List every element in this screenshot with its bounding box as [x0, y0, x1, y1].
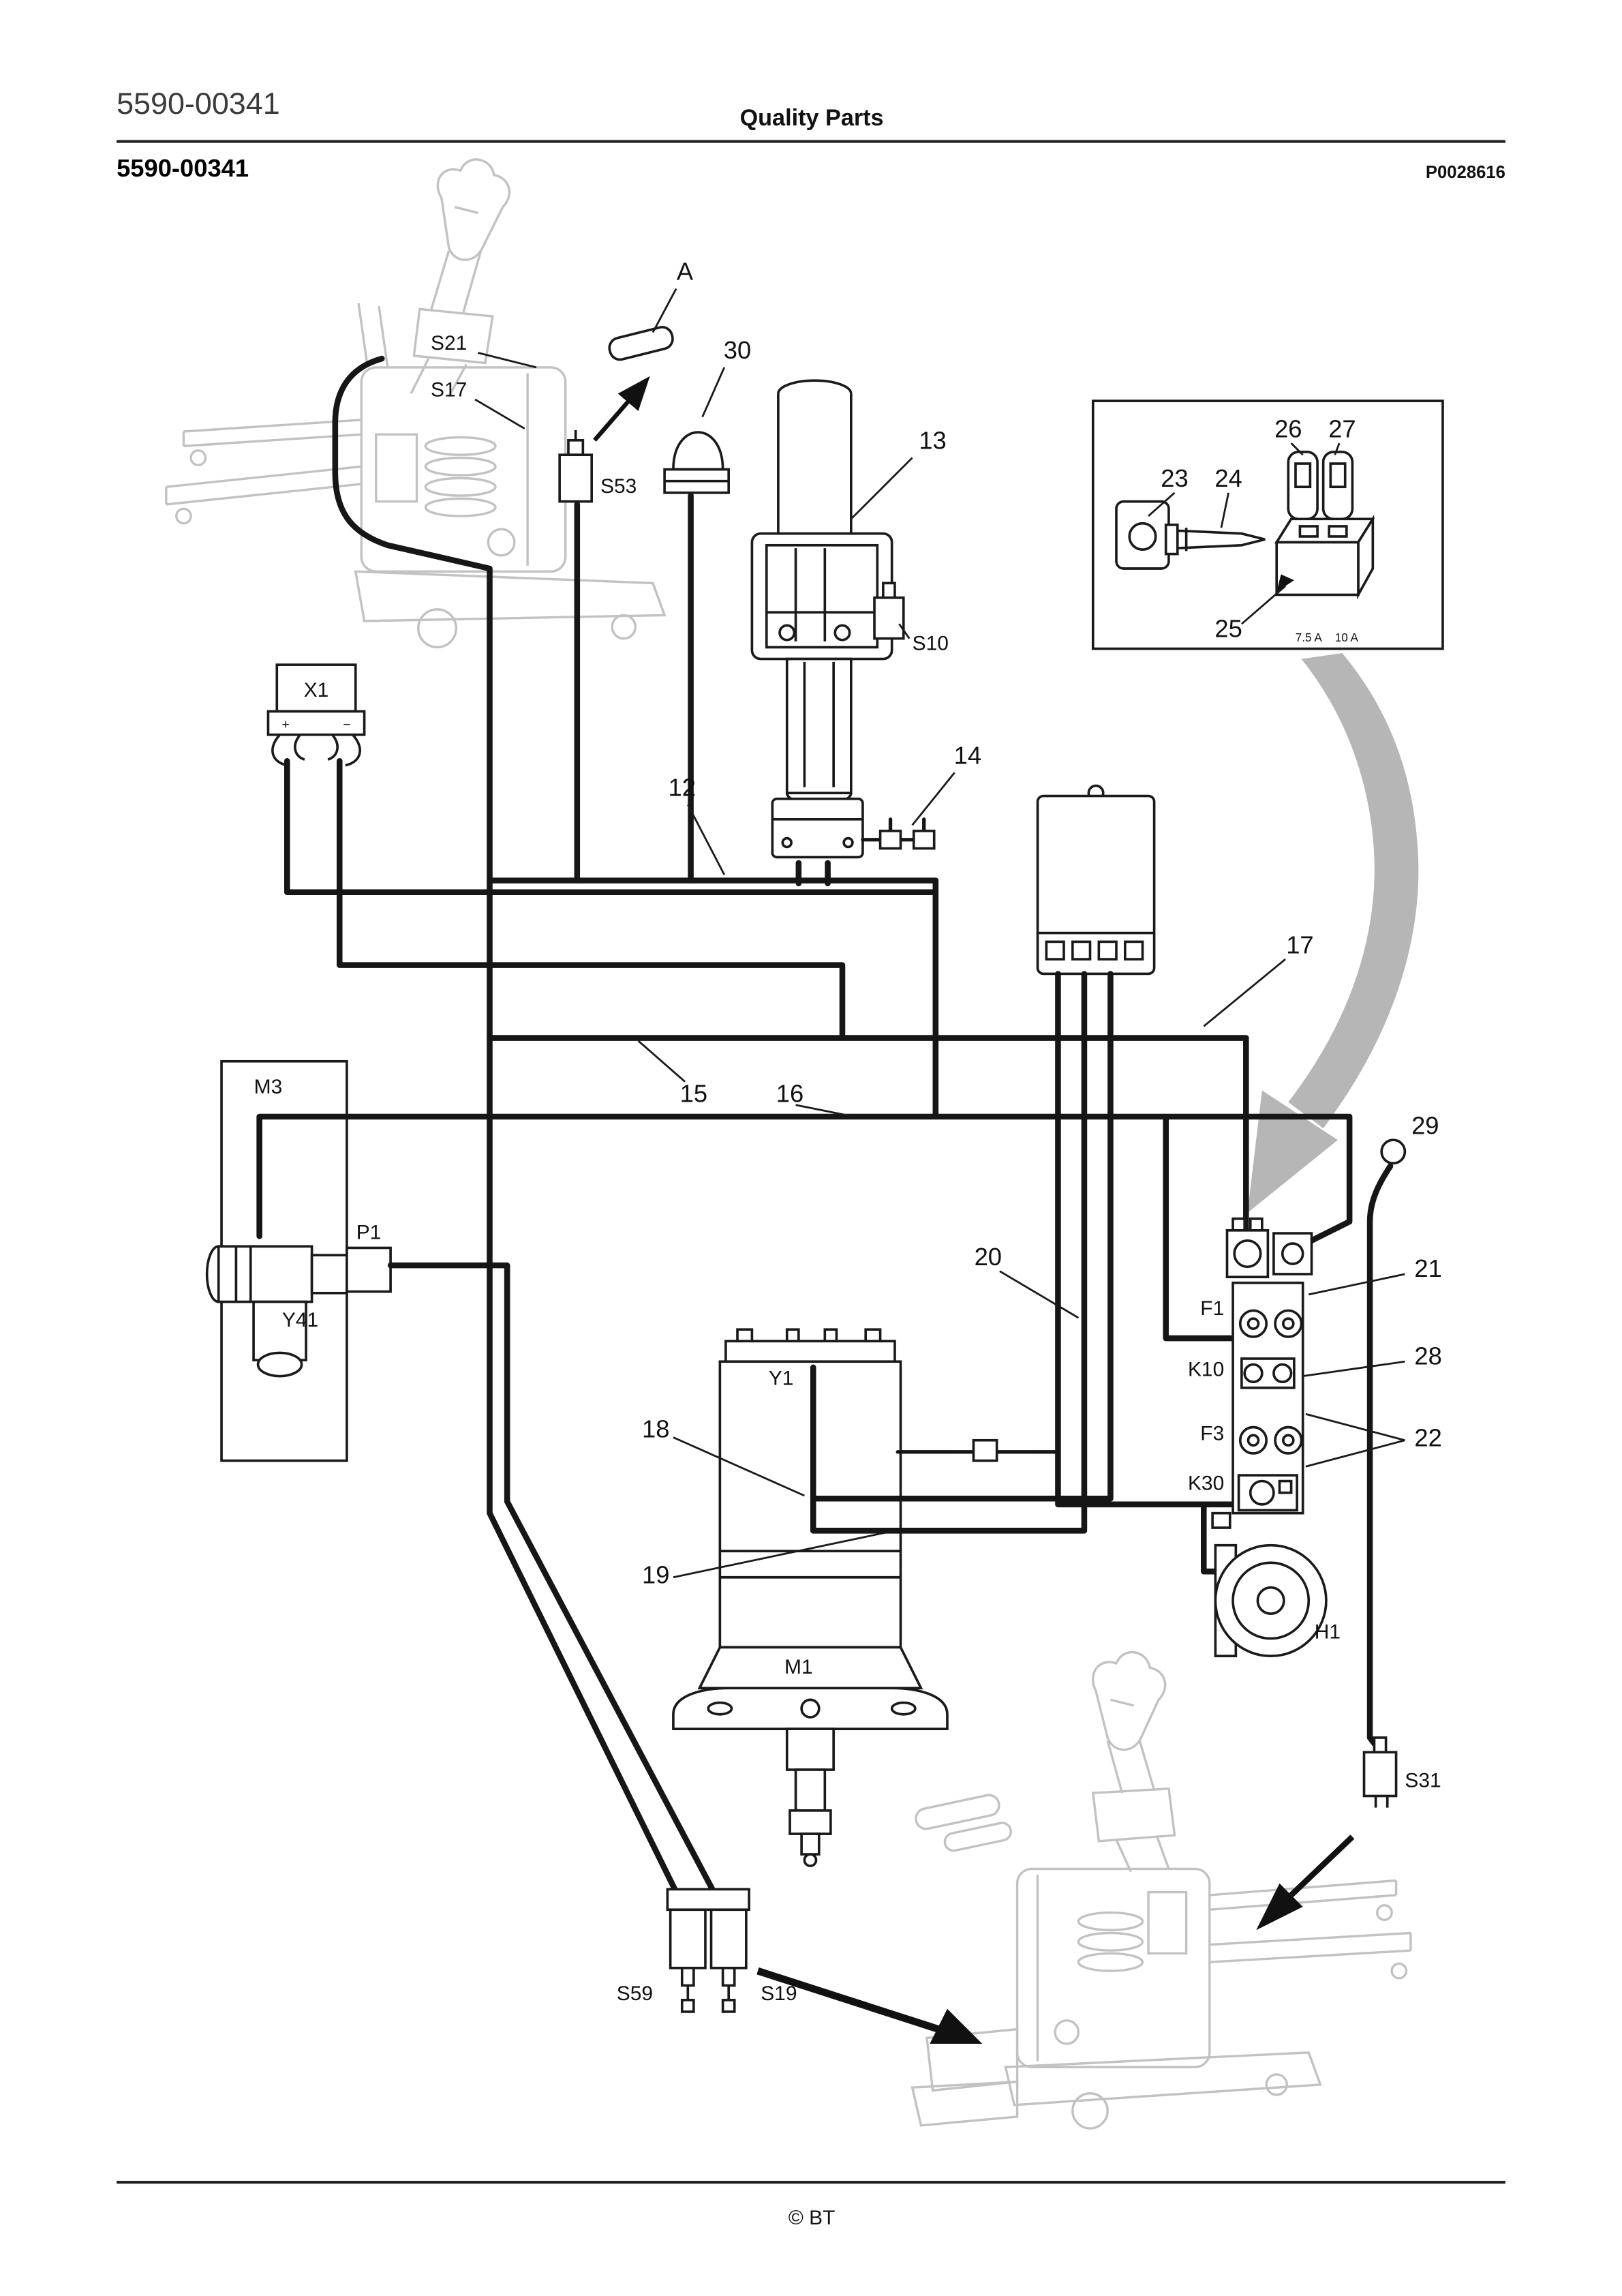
label-y41: Y41	[282, 1309, 318, 1331]
component-s59-s19-switches	[666, 1888, 750, 2013]
label-14: 14	[954, 742, 981, 770]
label-m3: M3	[254, 1076, 283, 1098]
wire-segment	[284, 757, 939, 895]
wire-segment	[861, 817, 926, 842]
component-inline-connector	[972, 1438, 998, 1462]
component-buzzer-30	[663, 431, 730, 494]
fuse-holder-25	[1274, 514, 1375, 600]
label-30: 30	[724, 336, 751, 364]
wire-segment	[1163, 1113, 1239, 1342]
fuse-pin-24	[1164, 524, 1266, 556]
component-m3-pump-unit: M3 P1 Y41	[205, 1059, 392, 1462]
component-labels: A S21 S17 S53 30 13 S10 14 12 15 16 17 1…	[431, 258, 1442, 2005]
label-19: 19	[642, 1560, 669, 1588]
plus-mark: +	[282, 718, 290, 732]
label-s10: S10	[913, 633, 949, 655]
component-s53-switch	[558, 429, 593, 503]
wire-segment	[1055, 971, 1239, 1508]
label-s53: S53	[600, 475, 637, 498]
label-k30: K30	[1188, 1472, 1224, 1494]
label-23: 23	[1161, 464, 1188, 492]
wire-segment	[332, 355, 682, 1901]
wire-segment	[387, 1262, 720, 1901]
wire-segment	[256, 1113, 1353, 1245]
truck-sketch-bottom-right	[911, 1650, 1412, 2130]
wire-segment	[487, 1035, 1249, 1242]
label-15: 15	[680, 1080, 707, 1108]
wire-segment	[1366, 1163, 1394, 1753]
label-h1: H1	[1315, 1621, 1341, 1644]
label-s21: S21	[431, 332, 467, 354]
component-x1-battery-connector: X1 + −	[266, 663, 366, 767]
label-s59: S59	[617, 1982, 653, 2005]
label-26: 26	[1274, 415, 1302, 443]
label-18: 18	[642, 1415, 669, 1442]
blade-fuse-26	[1287, 451, 1319, 521]
component-horn-h1	[1214, 1543, 1328, 1658]
label-28: 28	[1414, 1342, 1441, 1370]
footer-copyright: © BT	[789, 2207, 836, 2229]
label-16: 16	[776, 1080, 804, 1108]
component-handle-a	[608, 326, 674, 361]
label-a: A	[677, 258, 694, 286]
page-footer: © BT	[117, 2181, 1505, 2229]
leader-lines	[474, 288, 1405, 1579]
fuse-cover-23	[1115, 500, 1170, 570]
label-f1: F1	[1200, 1297, 1224, 1320]
label-s31: S31	[1405, 1770, 1441, 1792]
part-code: P0028616	[1426, 163, 1505, 182]
label-13: 13	[919, 427, 946, 455]
label-s19: S19	[761, 1982, 797, 2005]
wire-segment	[810, 971, 1088, 1534]
minus-mark: −	[343, 718, 350, 732]
page-header: 5590-00341 Quality Parts 5590-00341 P002…	[117, 86, 1505, 182]
label-27: 27	[1328, 415, 1356, 443]
label-20: 20	[975, 1243, 1002, 1271]
label-k10: K10	[1188, 1359, 1224, 1381]
label-25: 25	[1214, 615, 1242, 643]
doc-number-top: 5590-00341	[117, 86, 280, 121]
label-17: 17	[1286, 931, 1313, 959]
label-p1: P1	[356, 1222, 382, 1244]
component-s10-switch	[873, 581, 905, 640]
component-connectors-14	[878, 830, 936, 850]
label-f3: F3	[1200, 1423, 1224, 1445]
component-motor-m1: Y1 M1	[672, 1328, 949, 1867]
page-title: Quality Parts	[740, 105, 884, 131]
label-22: 22	[1414, 1423, 1441, 1451]
fuse-inset: 23 24 26 27 25 7.5 A 10 A	[1091, 399, 1444, 650]
fuse-rating-2: 10 A	[1335, 631, 1359, 644]
label-21: 21	[1414, 1254, 1441, 1282]
wire-segment	[336, 757, 846, 1038]
contactor-fuse-panel	[1211, 1217, 1313, 1529]
wire-harness	[256, 355, 1394, 1901]
gray-curved-arrow	[1247, 653, 1419, 1213]
pointer-arrows	[593, 376, 1355, 2044]
doc-number-bold: 5590-00341	[117, 154, 249, 182]
label-m1: M1	[784, 1656, 813, 1678]
truck-sketch-top-left	[165, 158, 667, 649]
label-s17: S17	[431, 379, 467, 402]
component-controller-box	[1036, 784, 1156, 976]
label-y1: Y1	[769, 1367, 794, 1389]
blade-fuse-27	[1321, 451, 1354, 521]
label-x1: X1	[304, 679, 329, 701]
component-s31-switch	[1362, 1736, 1398, 1808]
label-29: 29	[1411, 1112, 1439, 1140]
component-tiller-head-13	[750, 379, 893, 859]
wire-segment	[813, 971, 1114, 1502]
fuse-rating-1: 7.5 A	[1296, 631, 1323, 644]
label-12: 12	[669, 774, 696, 802]
label-24: 24	[1214, 464, 1242, 492]
component-ring-terminal-29	[1380, 1138, 1407, 1165]
